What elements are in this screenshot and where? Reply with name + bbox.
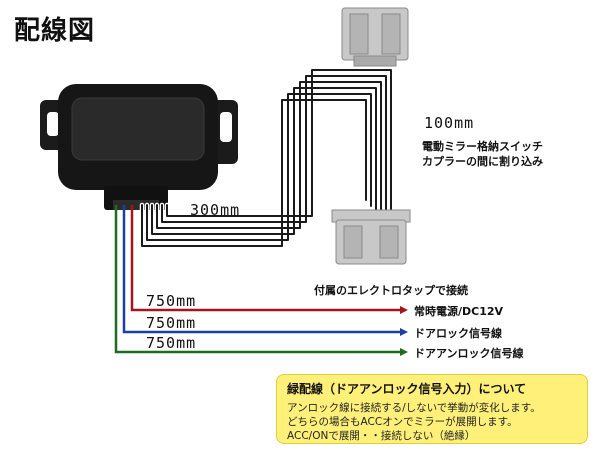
note-line: アンロック線に接続する/しないで挙動が変化します。 [287, 402, 541, 414]
harness-wires [139, 67, 394, 249]
left-mount-hole [47, 112, 59, 136]
wire-length-label: 750mm [146, 314, 197, 332]
green-wire [114, 205, 400, 354]
blue-wire [122, 205, 400, 334]
note-line: ACC/ONで展開・・接続しない（絶縁） [287, 430, 476, 442]
tap-note: 付属のエレクトロタップで接続 [314, 284, 468, 297]
bottom-connector [331, 209, 411, 265]
page-title: 配線図 [14, 16, 96, 46]
unit-label-area [71, 97, 205, 161]
control-unit [40, 84, 238, 210]
colored-wires [114, 205, 408, 356]
blue-wire-arrow [400, 328, 408, 336]
note-line: どちらの場合もACCオンでミラーが展開します。 [287, 416, 518, 428]
connector-length-label: 100mm [424, 114, 475, 132]
wire-label-lock: ドアロック信号線 [414, 327, 502, 340]
wire-label-power: 常時電源/DC12V [414, 305, 504, 318]
wire-length-label: 750mm [146, 334, 197, 352]
top-connector [341, 7, 409, 67]
right-mount-hole [220, 112, 232, 142]
red-wire [130, 205, 400, 312]
wire-label-unlock: ドアアンロック信号線 [414, 347, 524, 360]
connector-description-2: カプラーの間に割り込み [422, 155, 543, 168]
wire-length-label: 750mm [146, 292, 197, 310]
green-wire-arrow [400, 348, 408, 356]
note-box: 緑配線（ドアアンロック信号入力）について アンロック線に接続する/しないで挙動が… [276, 374, 588, 444]
harness-length-label: 300mm [190, 201, 241, 219]
red-wire-arrow [400, 306, 408, 314]
note-title: 緑配線（ドアアンロック信号入力）について [287, 382, 527, 396]
connector-description-1: 電動ミラー格納スイッチ [422, 140, 543, 153]
